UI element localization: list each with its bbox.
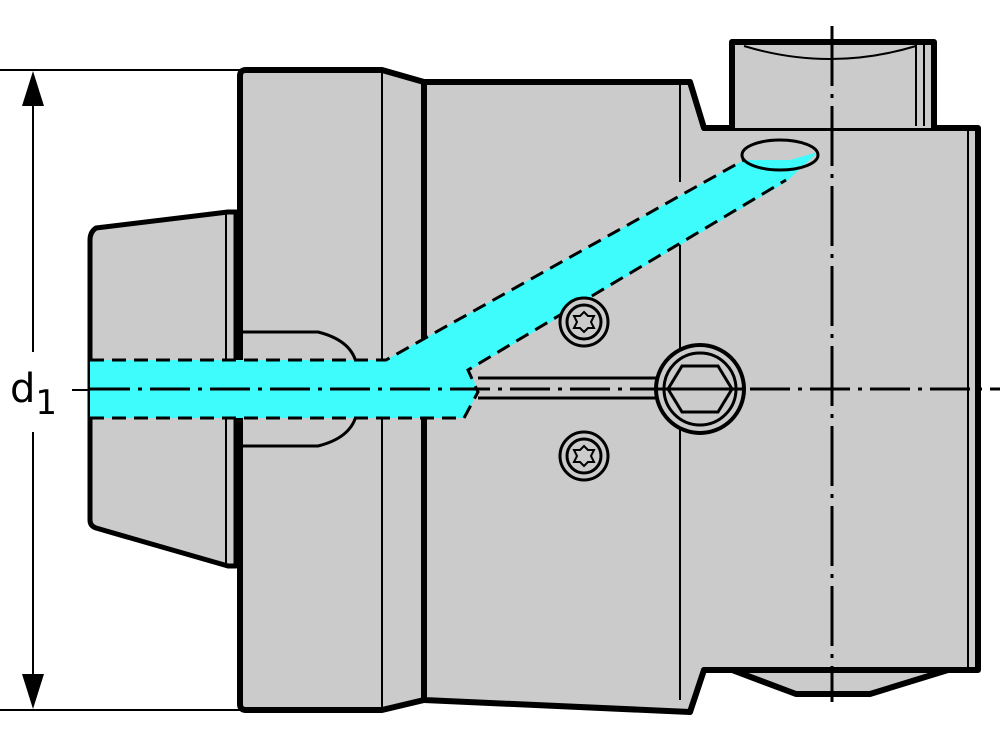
arrow-down-icon bbox=[22, 674, 44, 709]
torx-icon bbox=[572, 310, 596, 334]
torx-icon bbox=[572, 444, 596, 468]
coolant-outline-upper bbox=[90, 158, 745, 362]
slot-upper bbox=[236, 330, 358, 363]
dimension-d1: d1 bbox=[0, 69, 240, 711]
torx-screw-lower bbox=[558, 430, 610, 482]
coolant-outlet-ellipse bbox=[740, 138, 820, 172]
coolant-fill bbox=[90, 152, 818, 418]
bottom-boss bbox=[729, 667, 951, 697]
slot-lower bbox=[236, 415, 358, 448]
top-boss-curve bbox=[743, 45, 917, 60]
dimension-label: d1 bbox=[10, 366, 57, 423]
clamp-screw bbox=[654, 343, 746, 435]
arrow-up-icon bbox=[22, 71, 44, 106]
torx-screw-upper bbox=[558, 296, 610, 348]
